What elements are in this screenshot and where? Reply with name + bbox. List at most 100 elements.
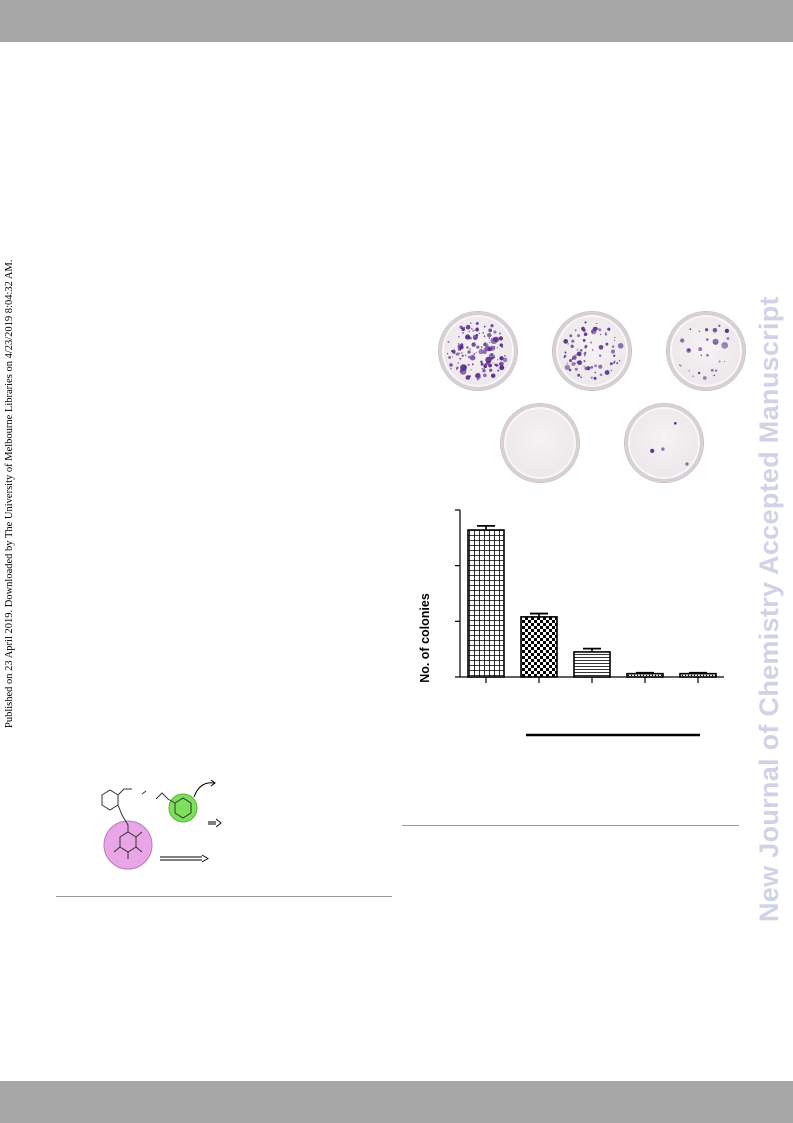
- colony-dot: [449, 363, 453, 367]
- colony-dot: [713, 374, 716, 377]
- colony-dot: [454, 353, 456, 355]
- colony-dot: [480, 360, 483, 363]
- colony-dot: [571, 339, 575, 343]
- colony-dot: [483, 343, 487, 347]
- colony-dot: [618, 359, 621, 362]
- colony-dot: [564, 364, 571, 371]
- colony-dot: [461, 354, 464, 357]
- colony-plate-2: [553, 312, 631, 390]
- colony-dot: [613, 361, 616, 364]
- colony-dot: [490, 324, 494, 328]
- colony-dot: [466, 346, 469, 349]
- colony-dot: [610, 349, 616, 354]
- colony-dot: [459, 345, 464, 350]
- colony-dot: [583, 354, 586, 357]
- colony-dots-5: [650, 421, 689, 466]
- colony-dot: [480, 348, 483, 350]
- colony-dot: [448, 355, 452, 360]
- colony-plate-5: [625, 404, 703, 482]
- colony-dot: [680, 338, 685, 343]
- colony-dot: [723, 360, 726, 363]
- colony-dots-4: [501, 404, 579, 482]
- colony-dot: [596, 327, 599, 330]
- colony-dot: [480, 346, 483, 348]
- colony-dot: [593, 376, 597, 380]
- colony-dot: [590, 328, 597, 335]
- colony-dot: [489, 341, 491, 344]
- curved-arrow-head: [210, 779, 216, 787]
- colony-dot: [566, 362, 569, 364]
- colony-dot: [461, 327, 465, 331]
- colony-dot: [468, 330, 471, 333]
- colony-dot: [591, 349, 594, 351]
- colony-dot: [692, 375, 694, 377]
- colony-dot: [493, 345, 496, 348]
- colony-dot: [499, 362, 502, 366]
- colony-dot: [607, 327, 611, 331]
- colony-dot: [610, 369, 612, 372]
- colony-dot: [611, 345, 615, 348]
- colony-dot: [614, 339, 616, 342]
- y-axis-label: No. of colonies: [418, 593, 432, 683]
- colony-dot: [490, 373, 496, 378]
- figure-divider-left: [56, 896, 392, 897]
- colony-dot: [465, 324, 471, 330]
- structure-scheme: [101, 779, 222, 870]
- colony-dot: [582, 339, 586, 342]
- colony-dot: [584, 321, 587, 324]
- colony-dot: [458, 352, 461, 355]
- colony-dot: [563, 356, 566, 359]
- colony-dot: [489, 368, 493, 372]
- bonds: [113, 788, 176, 859]
- green-highlight-circle: [168, 793, 198, 823]
- colony-dot: [584, 351, 587, 353]
- colony-dot: [450, 367, 452, 370]
- colony-dot: [564, 351, 567, 354]
- colony-dot: [471, 342, 476, 347]
- colony-dot: [490, 337, 498, 345]
- colony-dot: [726, 337, 730, 340]
- colony-plate-4: [501, 404, 579, 482]
- colony-dot: [698, 347, 703, 352]
- colony-dot: [702, 376, 707, 380]
- colony-dot: [599, 373, 603, 377]
- colony-dot: [493, 330, 497, 334]
- colony-dot: [467, 363, 470, 366]
- colony-dot: [469, 322, 472, 325]
- colony-dot: [475, 321, 479, 326]
- colony-dot: [475, 372, 481, 379]
- journal-watermark: New Journal of Chemistry Accepted Manusc…: [754, 296, 784, 922]
- bar-3: [573, 651, 611, 678]
- colony-dot: [447, 340, 450, 343]
- colony-dot: [467, 333, 469, 336]
- colony-dot: [452, 351, 454, 354]
- bar-5: [679, 672, 717, 678]
- colony-dot: [582, 328, 586, 332]
- colony-dot: [504, 354, 506, 357]
- colony-dot: [493, 356, 496, 359]
- colony-dot: [577, 360, 583, 366]
- colony-dot: [614, 336, 616, 339]
- colony-dot: [499, 356, 504, 361]
- colony-dot: [446, 353, 449, 355]
- header-bar: [0, 0, 793, 42]
- colony-dot: [490, 353, 494, 356]
- publication-note: Published on 23 April 2019. Downloaded b…: [4, 259, 15, 728]
- colony-dot: [481, 367, 483, 370]
- colony-dot: [462, 331, 465, 334]
- colony-dot: [598, 364, 603, 369]
- colony-dot: [499, 365, 505, 371]
- colony-dot: [478, 332, 481, 335]
- colony-dot: [673, 421, 677, 425]
- colony-dot: [485, 343, 489, 347]
- colony-dot: [488, 363, 492, 368]
- colony-dot: [661, 447, 665, 451]
- colony-dot: [471, 363, 474, 366]
- colony-dot: [605, 342, 609, 346]
- colony-dot: [590, 376, 593, 379]
- colony-dot: [689, 328, 692, 331]
- colony-dot: [497, 369, 500, 372]
- colony-dot: [598, 344, 604, 350]
- colony-dot: [712, 327, 718, 333]
- colony-dot: [580, 349, 583, 352]
